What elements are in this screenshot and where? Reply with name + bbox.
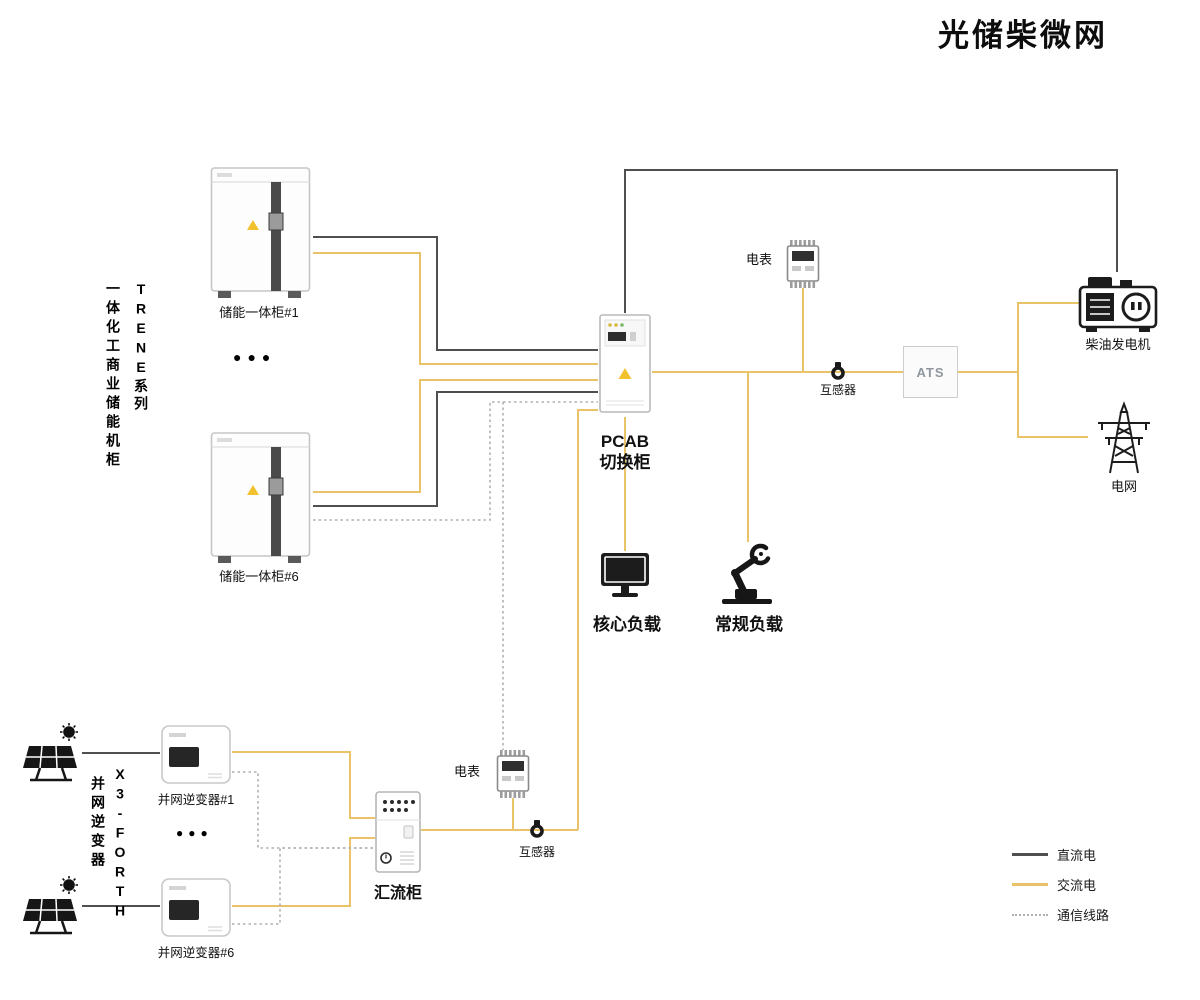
wire-inverter6-ac (232, 837, 375, 907)
regular-load-robot-icon (715, 542, 781, 611)
legend: 直流电 交流电 通信线路 (1012, 845, 1109, 924)
dc-line-sample (1012, 853, 1048, 856)
meter-top-label: 电表 (745, 252, 772, 267)
ct-top-label: 互感器 (819, 383, 856, 397)
pv-series-name-vertical: X3-FORTH (112, 766, 128, 922)
pcab-label-line2: 切换柜 (599, 453, 651, 473)
wire-cabinet6-dc (313, 391, 598, 507)
storage-cabinet-6-icon (208, 428, 313, 573)
storage-series-name-vertical: TRENE系列 (133, 281, 149, 414)
wire-inverter1-comm (232, 771, 374, 849)
inverter-1-label: 并网逆变器#1 (157, 793, 235, 807)
wire-combiner-to-pcab (577, 409, 598, 830)
wire-inverter6-comm (232, 847, 374, 925)
core-load-label: 核心负载 (593, 615, 661, 634)
wire-cabinet1-ac (313, 252, 598, 365)
ats-box: ATS (903, 346, 958, 398)
diesel-generator-icon (1078, 272, 1158, 339)
wire-cabinet6-ac (313, 379, 598, 493)
inverter-6-label: 并网逆变器#6 (157, 946, 235, 960)
meter-bottom-icon (495, 750, 531, 803)
meter-bottom-label: 电表 (453, 764, 480, 779)
meter-top-icon (785, 240, 821, 293)
legend-label-dc: 直流电 (1057, 848, 1097, 863)
ct-top-icon (829, 361, 847, 386)
legend-row-dc: 直流电 (1012, 845, 1109, 864)
storage-cabinet-1-label: 储能一体柜#1 (219, 305, 299, 320)
storage-ellipsis: ●●● (233, 349, 277, 365)
storage-series-desc-vertical: 一体化工商业储能机柜 (105, 281, 121, 471)
solar-panel-2-icon (20, 875, 82, 946)
legend-row-comm: 通信线路 (1012, 905, 1109, 924)
storage-cabinet-1-icon (208, 163, 313, 308)
pv-series-desc-vertical: 并网逆变器 (90, 776, 106, 871)
combiner-cabinet-icon (374, 790, 422, 879)
wire-pcab-to-generator-top (624, 169, 1118, 313)
wire-inverter1-ac (232, 751, 375, 819)
grid-tower-icon (1088, 400, 1160, 479)
ac-line-sample (1012, 883, 1048, 886)
ct-bottom-icon (528, 819, 546, 844)
pv-ellipsis: ●●● (176, 826, 213, 840)
wire-cabinet6-comm (313, 401, 598, 521)
page-title: 光储柴微网 (938, 18, 1108, 53)
pcab-label-line1: PCAB (600, 432, 650, 451)
combiner-label: 汇流柜 (373, 885, 422, 902)
wire-ats-to-generator (1017, 302, 1080, 372)
inverter-6-icon (160, 877, 232, 944)
core-load-monitor-icon (599, 551, 651, 606)
solar-panel-1-icon (20, 722, 82, 793)
legend-label-comm: 通信线路 (1057, 908, 1110, 923)
ct-bottom-label: 互感器 (518, 845, 555, 859)
pcab-cabinet-icon (598, 313, 652, 422)
generator-label: 柴油发电机 (1085, 337, 1151, 352)
legend-row-ac: 交流电 (1012, 875, 1109, 894)
comm-line-sample (1012, 913, 1048, 916)
legend-label-ac: 交流电 (1057, 878, 1097, 893)
wire-ats-to-grid (1017, 372, 1088, 438)
wire-cabinet1-dc (313, 236, 598, 351)
regular-load-label: 常规负载 (715, 615, 783, 634)
grid-label: 电网 (1110, 479, 1137, 494)
inverter-1-icon (160, 724, 232, 791)
storage-cabinet-6-label: 储能一体柜#6 (219, 569, 299, 584)
pcab-label: PCAB 切换柜 (575, 431, 675, 474)
